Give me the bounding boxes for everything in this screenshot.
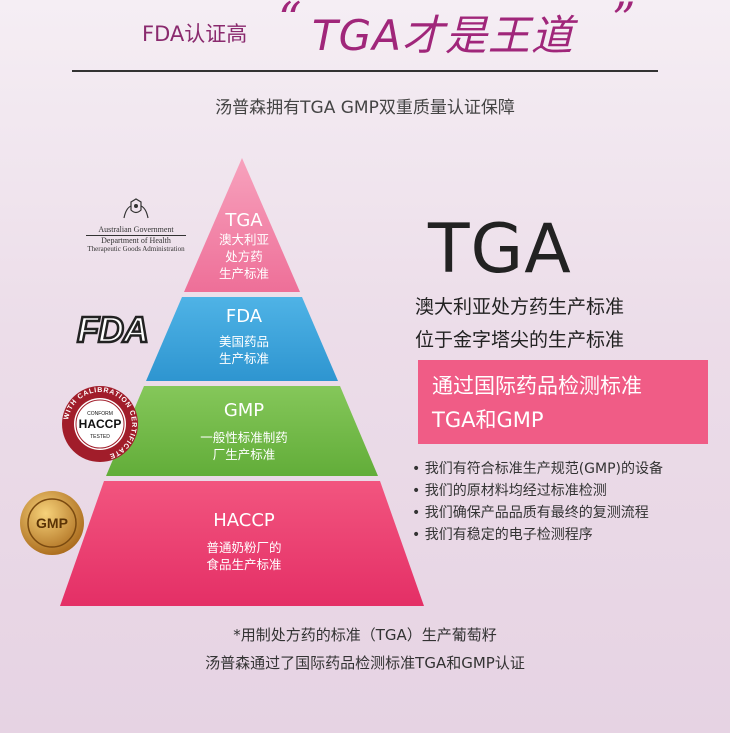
tier-haccp-label: HACCP 普通奶粉厂的 食品生产标准 <box>152 510 336 573</box>
tier-fda-shape <box>146 297 338 381</box>
highlight-box: 通过国际药品检测标准 TGA和GMP <box>418 360 708 444</box>
tier-gmp-name: GMP <box>223 400 265 421</box>
ag-line1: Australian Government <box>98 225 174 234</box>
tier-haccp-line: 普通奶粉厂的 <box>206 540 282 555</box>
gmp-badge-text: GMP <box>36 515 68 531</box>
header-highlight: TGA才是王道 <box>312 11 574 60</box>
highlight-line-2: TGA和GMP <box>432 408 544 432</box>
tier-haccp-shape <box>60 481 424 606</box>
tier-fda-label: FDA 美国药品 生产标准 <box>162 306 326 367</box>
list-item: • 我们有符合标准生产规范(GMP)的设备 <box>412 461 664 477</box>
ag-line3: Therapeutic Goods Administration <box>87 245 185 253</box>
certification-pyramid <box>60 158 424 606</box>
haccp-ring-text-wrap: WITH CALIBRATION CERTIFICATE <box>60 384 140 464</box>
highlight-line-1: 通过国际药品检测标准 <box>432 374 642 398</box>
open-quote: “ <box>278 0 302 46</box>
page-subtitle: 汤普森拥有TGA GMP双重质量认证保障 <box>215 98 515 118</box>
tier-haccp-name: HACCP <box>213 510 275 531</box>
tier-fda-name: FDA <box>225 306 263 327</box>
tier-tga-name: TGA <box>225 210 263 231</box>
list-item: • 我们的原材料均经过标准检测 <box>412 483 607 499</box>
tier-gmp-shape <box>106 386 378 476</box>
header-divider <box>72 70 658 72</box>
tier-haccp-line: 食品生产标准 <box>206 557 282 572</box>
tier-fda-line: 美国药品 <box>218 334 269 349</box>
tier-tga-shape <box>184 158 300 292</box>
haccp-top-text: CONFORM <box>87 411 113 417</box>
footer-note: *用制处方药的标准（TGA）生产葡萄籽 <box>233 626 497 644</box>
list-item: • 我们确保产品品质有最终的复测流程 <box>412 505 649 521</box>
tier-gmp-label: GMP 一般性标准制药 厂生产标准 <box>152 400 336 463</box>
australian-government-logo: Australian Government Department of Heal… <box>76 198 196 253</box>
tga-big-title: TGA <box>428 210 572 289</box>
haccp-bottom-text: TESTED <box>90 434 110 440</box>
tier-tga-label: TGA 澳大利亚 处方药 生产标准 <box>182 210 306 282</box>
tier-tga-line: 澳大利亚 <box>218 232 269 247</box>
gmp-badge-icon: GMP <box>20 491 84 555</box>
svg-text:WITH CALIBRATION CERTIFICATE: WITH CALIBRATION CERTIFICATE <box>63 387 137 460</box>
desc-line-1: 澳大利亚处方药生产标准 <box>415 296 625 318</box>
header-fda-text: FDA认证高 <box>142 22 248 46</box>
tier-tga-line: 生产标准 <box>218 266 269 281</box>
desc-line-2: 位于金字塔尖的生产标准 <box>415 329 625 351</box>
footer-statement: 汤普森通过了国际药品检测标准TGA和GMP认证 <box>205 654 525 672</box>
haccp-ring-text: WITH CALIBRATION CERTIFICATE <box>63 387 136 460</box>
ag-line2: Department of Health <box>86 235 186 245</box>
list-item: • 我们有稳定的电子检测程序 <box>412 527 593 543</box>
haccp-center-text: HACCP <box>79 417 122 431</box>
tier-fda-line: 生产标准 <box>218 351 269 366</box>
tier-gmp-line: 厂生产标准 <box>212 447 276 462</box>
close-quote: ” <box>612 0 636 46</box>
tier-tga-line: 处方药 <box>225 249 263 264</box>
coat-of-arms-icon <box>123 198 149 219</box>
tier-gmp-line: 一般性标准制药 <box>200 430 288 445</box>
fda-logo: FDA <box>76 308 151 352</box>
haccp-badge-icon: HACCP CONFORM TESTED <box>62 386 138 462</box>
